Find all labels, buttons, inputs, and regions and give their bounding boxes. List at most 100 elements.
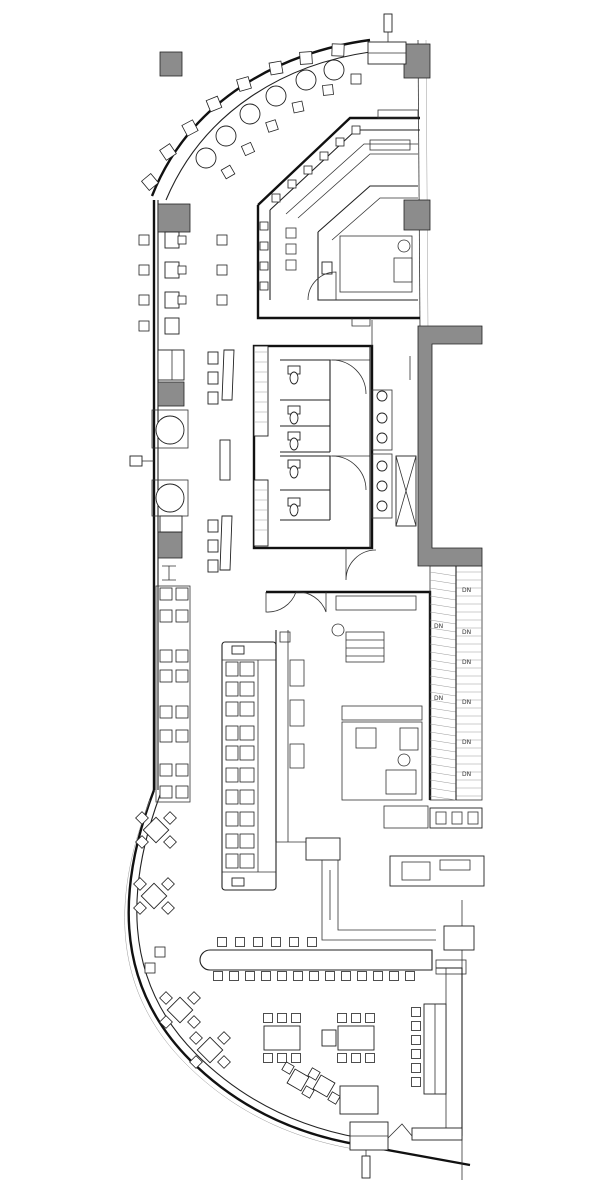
- booth-table: [239, 789, 255, 805]
- stair-tread: [429, 619, 457, 625]
- chair: [331, 43, 345, 57]
- toilet-bowl: [289, 371, 299, 385]
- lower-bar: [199, 837, 485, 1141]
- stair-tread: [429, 739, 457, 745]
- booth-seat: [225, 811, 239, 827]
- stair-tread: [429, 643, 457, 649]
- chair: [216, 294, 228, 306]
- sink: [376, 480, 388, 492]
- stair-label-dn: DN: [462, 699, 471, 706]
- chair: [389, 971, 399, 981]
- round-table: [323, 59, 345, 81]
- round-table: [295, 69, 317, 91]
- chair: [144, 962, 156, 974]
- booth-seat: [225, 661, 239, 677]
- table: [312, 1074, 336, 1098]
- chair: [265, 119, 279, 133]
- chair: [268, 60, 284, 76]
- chair: [235, 937, 245, 947]
- chair: [163, 811, 177, 825]
- booth-table: [239, 853, 255, 869]
- chair: [259, 221, 269, 231]
- chair: [411, 1077, 421, 1087]
- stair-tread: [429, 771, 457, 777]
- stair-tread: [429, 675, 457, 681]
- chair: [291, 1013, 301, 1023]
- chair: [357, 971, 367, 981]
- chair: [135, 835, 149, 849]
- stair-label-dn: DN: [434, 623, 443, 630]
- chair: [271, 937, 281, 947]
- table: [196, 1036, 224, 1064]
- stair-tread: [429, 627, 457, 633]
- chair: [175, 649, 189, 663]
- chair: [159, 669, 173, 683]
- stair-label-dn: DN: [462, 659, 471, 666]
- stair-tread: [429, 683, 457, 689]
- sink: [376, 412, 388, 424]
- chair: [373, 971, 383, 981]
- chair: [325, 971, 335, 981]
- bar-stools-upper: [259, 125, 361, 291]
- sink: [376, 390, 388, 402]
- exterior-walls: [124, 38, 471, 1180]
- chair: [351, 1053, 361, 1063]
- stair-tread: [429, 787, 457, 793]
- chair: [220, 164, 236, 180]
- core-wall: [417, 325, 483, 567]
- chair: [135, 811, 149, 825]
- chair: [365, 1053, 375, 1063]
- stair-tread: [429, 571, 457, 577]
- stairs: [429, 565, 483, 829]
- chair: [335, 137, 345, 147]
- column: [157, 531, 183, 559]
- chair: [175, 763, 189, 777]
- stair-label-dn: DN: [462, 629, 471, 636]
- chair: [263, 1053, 273, 1063]
- chair: [411, 1035, 421, 1045]
- stair-tread: [429, 747, 457, 753]
- chair: [138, 320, 150, 332]
- booth-table: [239, 725, 255, 741]
- table-run: [155, 585, 191, 803]
- chair: [236, 76, 252, 92]
- chair: [159, 785, 173, 799]
- chair: [161, 877, 175, 891]
- chair: [189, 1055, 203, 1069]
- booth-seat: [225, 745, 239, 761]
- left-tables-mid: [155, 585, 191, 803]
- chair: [159, 609, 173, 623]
- booth-seat: [225, 681, 239, 697]
- chair: [307, 1067, 321, 1081]
- sink: [376, 460, 388, 472]
- booth-seat: [225, 789, 239, 805]
- stair-tread: [429, 731, 457, 737]
- stair-tread: [429, 651, 457, 657]
- chair: [259, 241, 269, 251]
- toilet-bowl: [289, 465, 299, 479]
- chair: [350, 73, 362, 85]
- booth-table: [239, 701, 255, 717]
- chair: [217, 937, 227, 947]
- chair: [281, 1061, 295, 1075]
- chair: [299, 51, 313, 65]
- main-kitchen: [265, 590, 432, 843]
- stair-tread: [429, 707, 457, 713]
- chair: [277, 1053, 287, 1063]
- stair-tread: [429, 595, 457, 601]
- booth-seat: [225, 701, 239, 717]
- booth-table: [239, 745, 255, 761]
- stair-tread: [429, 611, 457, 617]
- chair: [140, 172, 160, 192]
- chair: [181, 119, 199, 137]
- chair: [159, 143, 177, 161]
- chair: [303, 165, 313, 175]
- chair: [365, 1013, 375, 1023]
- chair: [291, 1053, 301, 1063]
- arc-seating: [140, 43, 362, 192]
- chair: [175, 669, 189, 683]
- bar-stools-lower: [213, 937, 415, 981]
- round-table: [195, 147, 217, 169]
- chair: [161, 901, 175, 915]
